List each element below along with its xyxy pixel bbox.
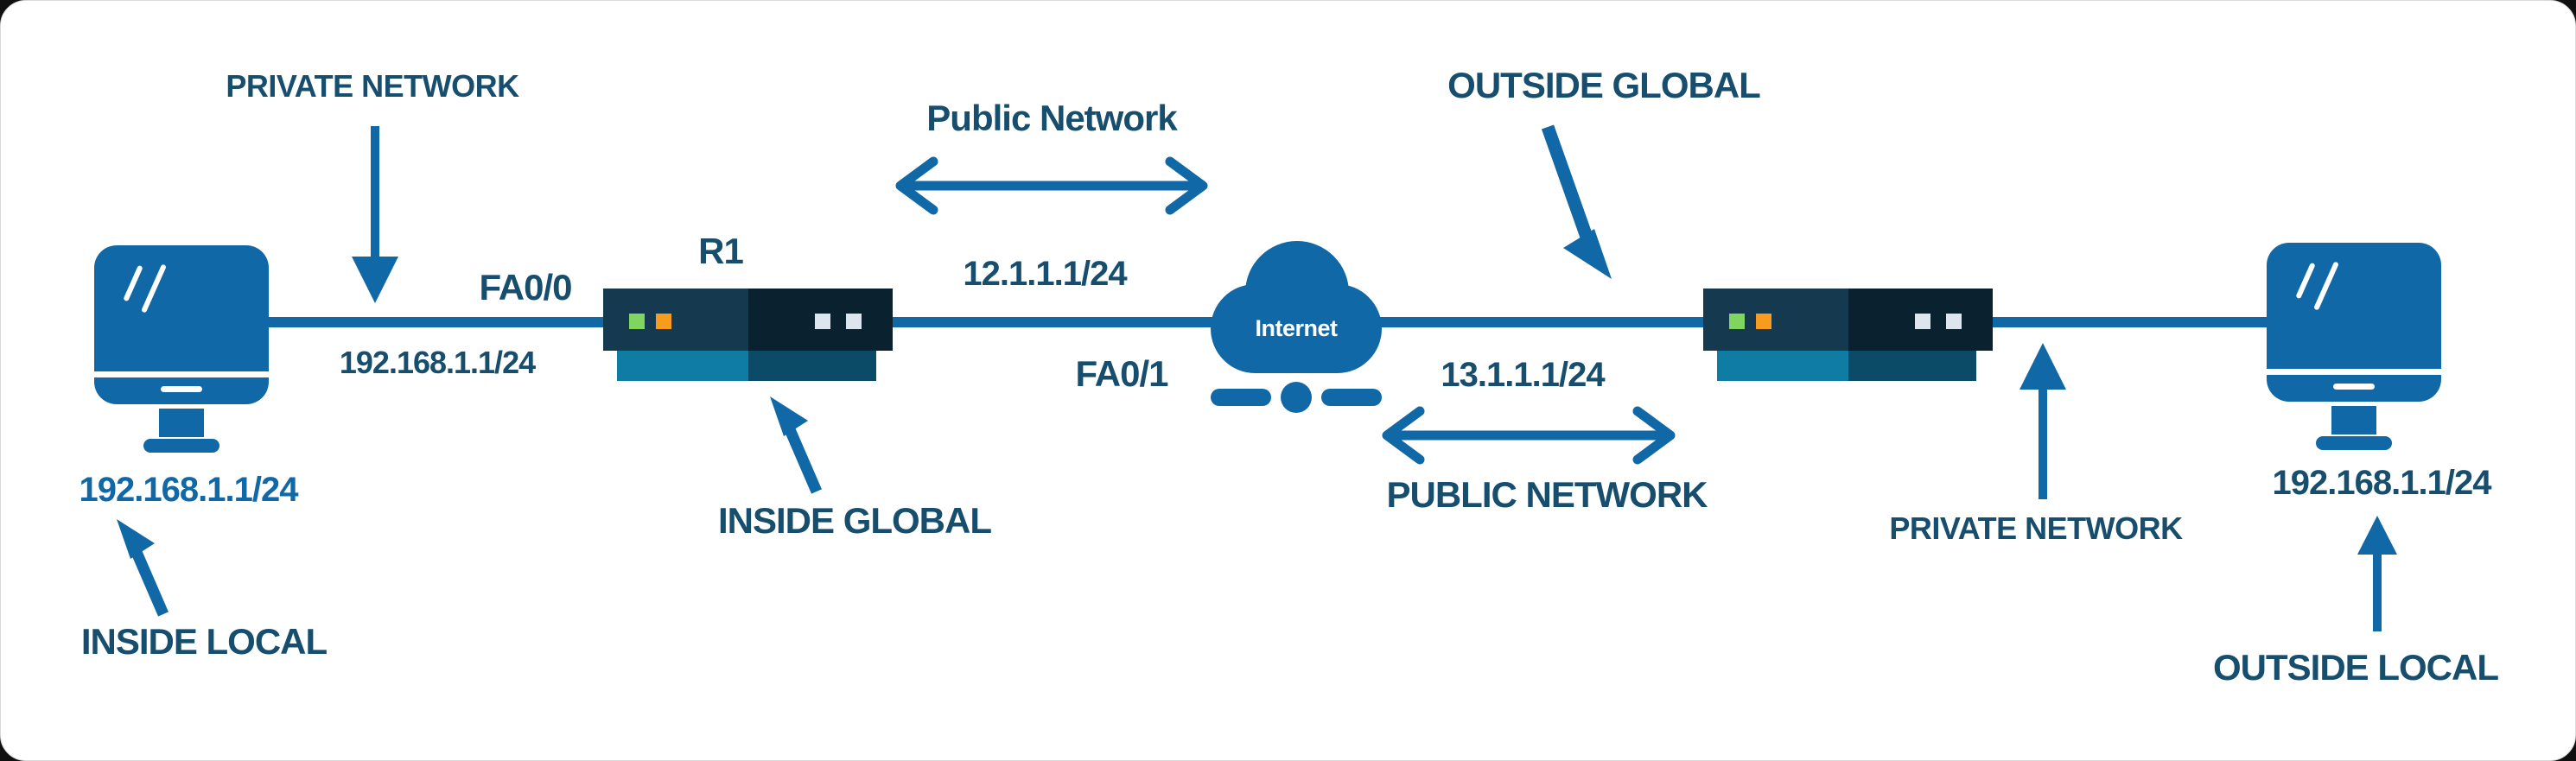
monitor-stand [2331,406,2376,434]
router-icon-r1 [603,289,893,381]
cable-internet-to-r2 [1377,317,1707,327]
interface-fa0-0-label: FA0/0 [479,267,572,308]
computer-icon-inside-host [94,245,269,453]
cloud-node-icon [1211,382,1382,413]
router-base [1717,351,1976,381]
led-white-icon [1946,314,1962,329]
cable-r2-to-host-right [1965,317,2268,327]
monitor-gap [2267,369,2441,375]
monitor-base [143,439,219,453]
led-white-icon [815,314,830,329]
led-green-icon [629,314,645,329]
private-network-left-label: PRIVATE NETWORK [226,68,519,104]
screen-shine-icon [123,264,143,302]
router-r1-name-label: R1 [698,231,744,271]
private-network-right-label: PRIVATE NETWORK [1889,511,2183,546]
double-arrow-public-network-top-icon [895,156,1208,215]
inside-local-ip-label: 192.168.1.1/24 [79,471,299,509]
monitor-dash [2333,384,2375,390]
ip-12-label: 12.1.1.1/24 [963,255,1127,293]
led-green-icon [1729,314,1745,329]
arrow-head-icon [2357,516,2397,555]
internet-label: Internet [1255,315,1338,341]
monitor-screen [94,245,269,404]
dash-left [1211,389,1271,406]
monitor-dash [161,386,202,392]
outside-local-ip-label: 192.168.1.1/24 [2272,464,2492,502]
computer-icon-outside-host [2267,243,2441,450]
outside-local-label: OUTSIDE LOCAL [2213,647,2499,688]
router-icon-outside [1703,289,1993,381]
monitor-gap [94,371,269,377]
pointer-arrow-inside-local-icon [117,519,169,617]
double-arrow-public-network-bottom-icon [1382,406,1676,465]
ip-13-label: 13.1.1.1/24 [1441,356,1605,394]
led-orange-icon [656,314,671,329]
router-body [1703,289,1993,351]
internet-cloud-icon: Internet [1211,241,1382,373]
cable-r1-to-internet [891,317,1216,327]
cloud-body: Internet [1211,284,1382,373]
monitor-base [2316,436,2392,450]
arrow-shaft [2039,390,2047,499]
pointer-arrow-inside-global-icon [770,396,822,494]
dash-right [1321,389,1382,406]
arrow-down-private-network-left [351,126,399,303]
interface-fa0-1-label: FA0/1 [1075,353,1168,394]
arrow-head-icon [2019,343,2066,390]
led-white-icon [846,314,862,329]
monitor-screen [2267,243,2441,402]
public-network-top-label: Public Network [926,98,1177,138]
arrow-shaft [2373,555,2382,631]
inside-local-label: INSIDE LOCAL [80,621,328,662]
router-base [617,351,876,381]
arrow-head-icon [352,257,398,303]
monitor-stand [159,409,204,437]
public-network-bottom-label: PUBLIC NETWORK [1386,474,1708,515]
pointer-arrow-outside-global-icon [1541,124,1612,279]
node-dot [1281,382,1312,413]
arrow-up-private-network-right [2019,343,2067,499]
cable-host-left-to-r1 [263,317,606,327]
arrow-up-outside-local [2357,516,2398,631]
led-white-icon [1915,314,1930,329]
inside-global-label: INSIDE GLOBAL [717,500,992,541]
screen-shine-icon [2295,262,2316,300]
led-orange-icon [1756,314,1771,329]
outside-global-label: OUTSIDE GLOBAL [1447,65,1761,105]
screen-shine-icon [2313,261,2339,311]
arrow-shaft [371,126,379,257]
fa0-0-ip-label: 192.168.1.1/24 [339,345,536,380]
screen-shine-icon [141,263,167,314]
